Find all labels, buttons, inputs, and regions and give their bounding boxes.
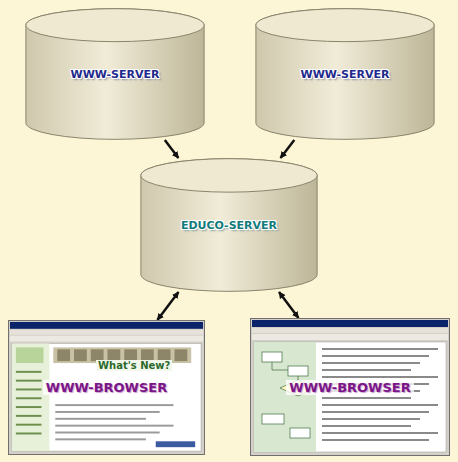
- server-name: WWW-SERVER: [71, 68, 160, 81]
- connector-arrow: [279, 292, 299, 318]
- server-name: WWW-SERVER: [301, 68, 390, 81]
- server-cylinder: WWW-SERVER: [255, 8, 435, 140]
- server-name: EDUCO-SERVER: [181, 219, 277, 232]
- server-cylinder: WWW-SERVER: [25, 8, 205, 140]
- connector-arrow: [165, 140, 179, 158]
- browser-screenshot: WWW-BROWSER: [250, 318, 450, 456]
- browser-screenshot: WWW-BROWSER: [8, 320, 205, 455]
- browser-name: WWW-BROWSER: [286, 380, 413, 395]
- connector-arrow: [157, 292, 178, 320]
- screenshot-heading: What's New?: [96, 360, 172, 371]
- browser-name: WWW-BROWSER: [43, 380, 170, 395]
- connector-arrow: [281, 140, 295, 158]
- server-cylinder: EDUCO-SERVER: [140, 158, 318, 292]
